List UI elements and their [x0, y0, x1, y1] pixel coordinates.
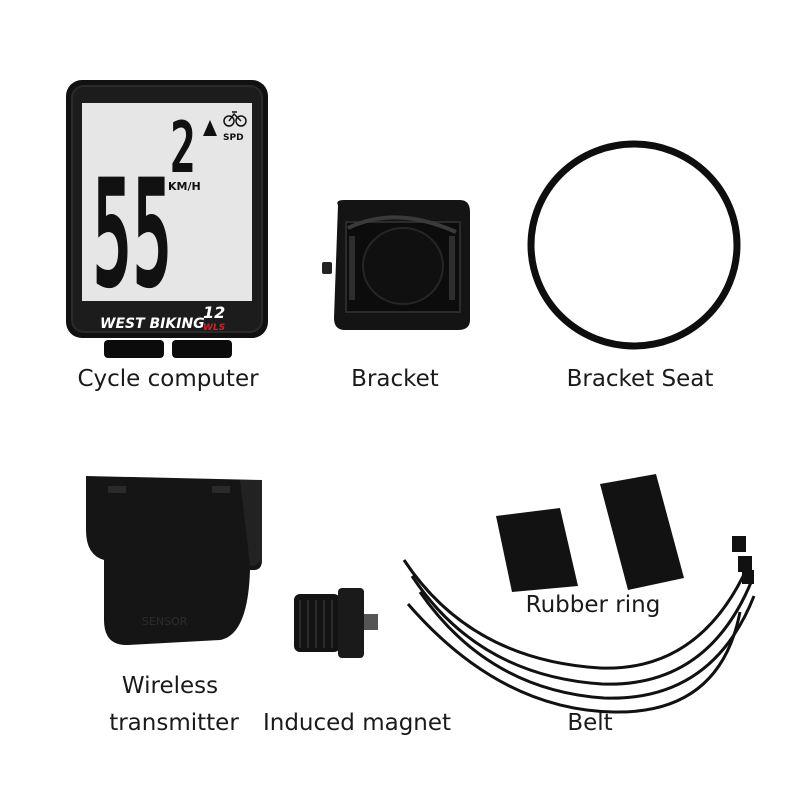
label-transmitter: transmitter: [109, 710, 239, 736]
bracket: [322, 200, 470, 330]
belt-head-2: [738, 556, 752, 572]
bracket-seat-ring: [527, 140, 741, 350]
lcd-screen: [82, 103, 252, 301]
belt-head-3: [742, 570, 754, 584]
bicycle-icon: [223, 111, 247, 127]
label-bracket: Bracket: [351, 366, 439, 392]
rubber-pad-left: [496, 508, 578, 592]
unit-label: KM/H: [168, 180, 201, 193]
wireless-transmitter: SENSOR: [86, 476, 262, 646]
gear-digit: 2: [170, 107, 196, 189]
label-cycle-computer: Cycle computer: [77, 366, 259, 392]
brand-text: WEST BIKING: [100, 316, 205, 332]
model-suffix: WLS: [203, 323, 225, 333]
label-induced-magnet: Induced magnet: [262, 710, 452, 736]
up-arrow-icon: [203, 120, 217, 136]
label-bracket-seat: Bracket Seat: [566, 366, 714, 392]
left-button: [104, 340, 164, 358]
induced-magnet: [294, 588, 378, 658]
mode-label: SPD: [223, 133, 244, 143]
cycle-computer: 55 2 SPD KM/H WEST BIKING 12 WLS: [66, 80, 268, 358]
label-rubber-ring: Rubber ring: [525, 592, 661, 618]
label-wireless: Wireless: [121, 673, 219, 699]
rubber-pad-right: [600, 474, 684, 590]
model-number: 12: [203, 303, 225, 322]
belt-cable-ties: [402, 559, 756, 714]
transmitter-embossed-text: SENSOR: [142, 615, 188, 628]
belt-head-1: [732, 536, 746, 552]
label-belt: Belt: [567, 710, 613, 736]
speed-digits: 55: [92, 148, 172, 322]
right-button: [172, 340, 232, 358]
